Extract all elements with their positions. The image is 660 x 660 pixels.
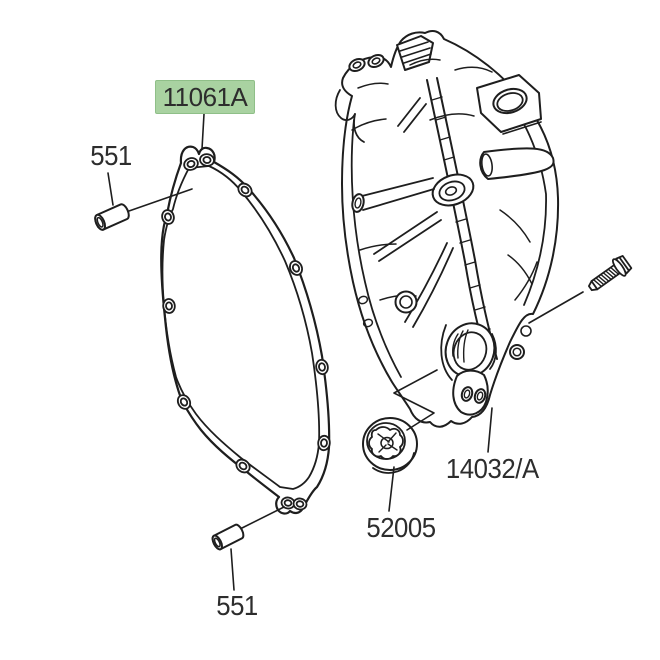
part-label-dowel-pin-bottom-text: 551 bbox=[216, 590, 258, 621]
oil-filler-cap-drawing bbox=[362, 417, 418, 474]
gasket-drawing bbox=[160, 145, 331, 515]
part-label-dowel-pin-top-text: 551 bbox=[90, 140, 132, 171]
part-label-dowel-pin-top[interactable]: 551 bbox=[82, 140, 140, 171]
part-label-dowel-pin-bottom[interactable]: 551 bbox=[208, 590, 266, 621]
dowel-pin-top-drawing bbox=[94, 203, 130, 231]
flange-bolt-drawing bbox=[588, 254, 633, 292]
part-label-clutch-cover-text: 14032/A bbox=[445, 453, 539, 484]
part-label-clutch-cover[interactable]: 14032/A bbox=[442, 453, 540, 484]
part-label-gasket[interactable]: 11061A bbox=[155, 80, 255, 114]
part-label-oil-filler-cap[interactable]: 52005 bbox=[363, 512, 439, 543]
part-label-gasket-text: 11061A bbox=[155, 80, 255, 114]
clutch-cover-drawing bbox=[334, 30, 560, 428]
part-label-oil-filler-cap-text: 52005 bbox=[366, 512, 436, 543]
leader-lines bbox=[107, 113, 584, 591]
dowel-pin-bottom-drawing bbox=[211, 523, 245, 551]
